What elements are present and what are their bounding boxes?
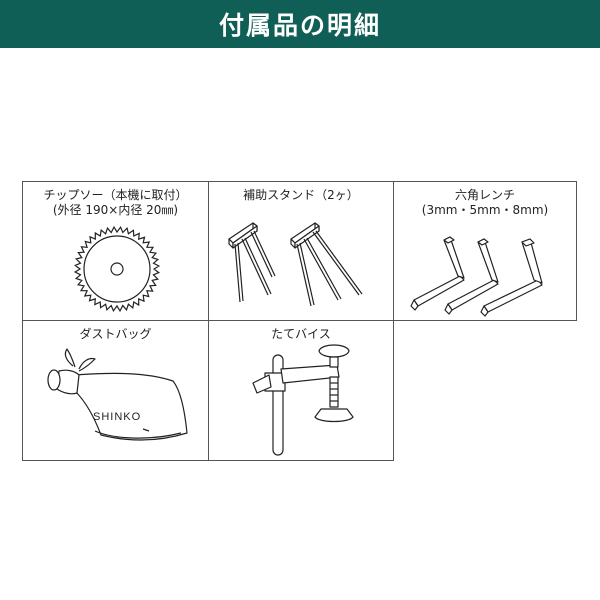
tip-saw-label: チップソー（本機に取付）	[43, 188, 188, 202]
hex-wrench-label: 六角レンチ	[454, 188, 515, 202]
dust-bag-illustration: SHINKO	[47, 348, 188, 441]
accessory-grid: チップソー（本機に取付） (外径 190×内径 20㎜) 補助スタンド（2ヶ）	[22, 181, 577, 461]
dust-bag-brand-print: SHINKO	[93, 411, 141, 423]
hex-wrench-icon	[410, 236, 543, 317]
vertical-vise-caption: たてバイス	[209, 327, 393, 342]
hex-wrench-caption: 六角レンチ (3mm・5mm・8mm)	[394, 188, 576, 218]
support-stand-caption: 補助スタンド（2ヶ）	[209, 188, 393, 203]
vertical-vise-icon	[252, 344, 354, 456]
accessory-cell-hex-wrench: 六角レンチ (3mm・5mm・8mm)	[393, 181, 577, 321]
accessory-cell-tip-saw: チップソー（本機に取付） (外径 190×内径 20㎜)	[22, 181, 209, 321]
vertical-vise-label: たてバイス	[271, 327, 331, 341]
support-stand-illustration	[228, 222, 363, 307]
saw-blade-arbor-hole	[110, 262, 124, 276]
accessory-cell-support-stand: 補助スタンド（2ヶ）	[208, 181, 394, 321]
saw-blade-icon	[73, 225, 161, 313]
tip-saw-caption: チップソー（本機に取付） (外径 190×内径 20㎜)	[23, 188, 208, 218]
vertical-vise-illustration	[252, 344, 354, 456]
dust-bag-label: ダストバッグ	[79, 327, 152, 341]
support-stand-icon	[228, 222, 363, 307]
tip-saw-illustration	[73, 225, 161, 313]
saw-blade-body	[83, 235, 151, 303]
hex-wrench-size-note: (3mm・5mm・8mm)	[421, 203, 549, 217]
accessory-cell-vertical-vise: たてバイス	[208, 320, 394, 461]
dust-bag-caption: ダストバッグ	[23, 327, 208, 342]
accessory-cell-dust-bag: ダストバッグ SHINKO	[22, 320, 209, 461]
hex-wrench-illustration	[410, 236, 543, 317]
dust-bag-icon	[47, 348, 188, 441]
page-title-banner: 付属品の明細	[0, 0, 600, 48]
page-title: 付属品の明細	[218, 11, 381, 40]
support-stand-label: 補助スタンド（2ヶ）	[243, 188, 359, 202]
tip-saw-size-note: (外径 190×内径 20㎜)	[52, 203, 179, 217]
